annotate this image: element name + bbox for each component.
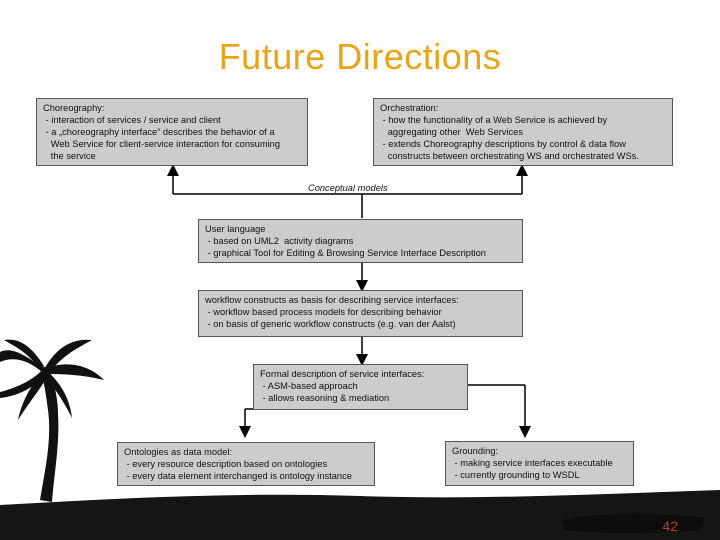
grounding-line: - currently grounding to WSDL	[452, 470, 580, 480]
palm-frond	[0, 368, 46, 398]
palm-frond	[4, 339, 44, 370]
choreography-box: Choreography: - interaction of services …	[36, 98, 308, 166]
orchestration-heading: Orchestration:	[380, 103, 439, 113]
choreography-line: - a „choreography interface“ describes t…	[43, 127, 275, 137]
palm-frond	[46, 364, 104, 380]
choreography-heading: Choreography:	[43, 103, 105, 113]
formal-description-box: Formal description of service interfaces…	[253, 364, 468, 410]
orchestration-line: constructs between orchestrating WS and …	[380, 151, 639, 161]
palm-frond	[0, 350, 42, 372]
workflow-heading: workflow constructs as basis for describ…	[205, 295, 459, 305]
grounding-heading: Grounding:	[452, 446, 498, 456]
orchestration-line: - how the functionality of a Web Service…	[380, 115, 608, 125]
formal-line: - ASM-based approach	[260, 381, 358, 391]
ontologies-line: - every resource description based on on…	[124, 459, 328, 469]
orchestration-line: aggregating other Web Services	[380, 127, 523, 137]
ground-silhouette	[0, 490, 720, 540]
palm-frond	[18, 370, 48, 420]
user-language-box: User language - based on UML2 activity d…	[198, 219, 523, 263]
choreography-line: Web Service for client-service interacti…	[43, 139, 280, 149]
choreography-line: the service	[43, 151, 96, 161]
formal-line: - allows reasoning & mediation	[260, 393, 390, 403]
user-language-heading: User language	[205, 224, 266, 234]
user-language-line: - based on UML2 activity diagrams	[205, 236, 354, 246]
grounding-box: Grounding: - making service interfaces e…	[445, 441, 634, 486]
conceptual-models-label: Conceptual models	[306, 183, 390, 193]
page-number: 42	[662, 518, 678, 534]
orchestration-line: - extends Choreography descriptions by c…	[380, 139, 626, 149]
user-language-line: - graphical Tool for Editing & Browsing …	[205, 248, 486, 258]
grounding-line: - making service interfaces executable	[452, 458, 613, 468]
workflow-line: - workflow based process models for desc…	[205, 307, 442, 317]
palm-frond	[46, 370, 72, 418]
formal-heading: Formal description of service interfaces…	[260, 369, 425, 379]
slide-title: Future Directions	[218, 36, 502, 77]
palm-trunk	[40, 366, 59, 502]
ontologies-line: - every data element interchanged is ont…	[124, 471, 352, 481]
ontologies-heading: Ontologies as data model:	[124, 447, 233, 457]
canoe-silhouette	[560, 513, 705, 533]
workflow-box: workflow constructs as basis for describ…	[198, 290, 523, 337]
choreography-line: - interaction of services / service and …	[43, 115, 221, 125]
ontologies-box: Ontologies as data model: - every resour…	[117, 442, 375, 486]
workflow-line: - on basis of generic workflow construct…	[205, 319, 456, 329]
orchestration-box: Orchestration: - how the functionality o…	[373, 98, 673, 166]
